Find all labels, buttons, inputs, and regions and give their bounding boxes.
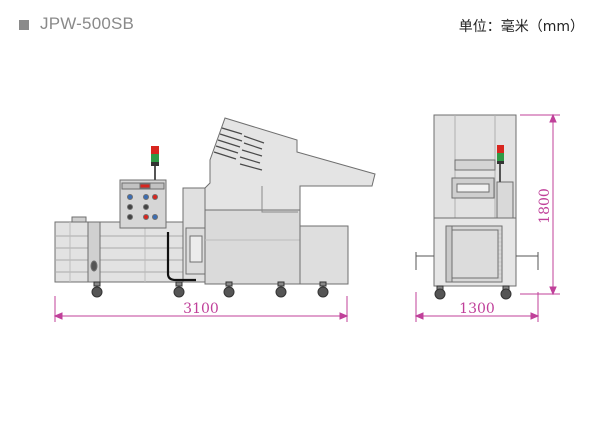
wheel-icon	[434, 288, 446, 300]
panel-button-icon	[127, 214, 133, 220]
panel-button-icon	[152, 214, 158, 220]
wheel-icon	[173, 286, 185, 298]
vent-grill	[213, 127, 265, 171]
shredder-lower-panel	[204, 209, 301, 285]
wheel-icon	[275, 286, 287, 298]
panel-button-icon	[143, 194, 149, 200]
model-title: JPW-500SB	[40, 14, 135, 33]
wheel-icon	[500, 288, 512, 300]
panel-button-icon	[152, 194, 158, 200]
side-wheels	[434, 285, 512, 300]
width-dimension	[414, 292, 540, 322]
side-view	[415, 114, 539, 300]
height-label: 1800	[537, 188, 553, 224]
wheel-icon	[223, 286, 235, 298]
wheel-icon	[317, 286, 329, 298]
width-label: 1300	[459, 301, 495, 317]
panel-button-icon	[143, 214, 149, 220]
side-control-box	[496, 181, 514, 223]
strap-lock-icon	[90, 260, 98, 272]
side-signal-green	[497, 153, 504, 161]
signal-light-green	[151, 154, 159, 162]
signal-light-red	[151, 146, 159, 154]
title-square-icon	[19, 20, 29, 30]
panel-button-icon	[127, 204, 133, 210]
height-dimension	[520, 113, 560, 296]
panel-button-icon	[127, 194, 133, 200]
discharge-box	[299, 225, 349, 285]
wheel-icon	[91, 286, 103, 298]
length-dimension	[53, 296, 349, 322]
panel-button-icon	[143, 204, 149, 210]
baler-body	[54, 221, 186, 283]
side-signal-red	[497, 145, 504, 153]
length-label: 3100	[183, 301, 219, 317]
unit-note: 单位：毫米（mm）	[458, 19, 584, 35]
caster-wheels	[91, 281, 329, 298]
front-view	[54, 117, 376, 298]
strap-band	[87, 221, 101, 283]
